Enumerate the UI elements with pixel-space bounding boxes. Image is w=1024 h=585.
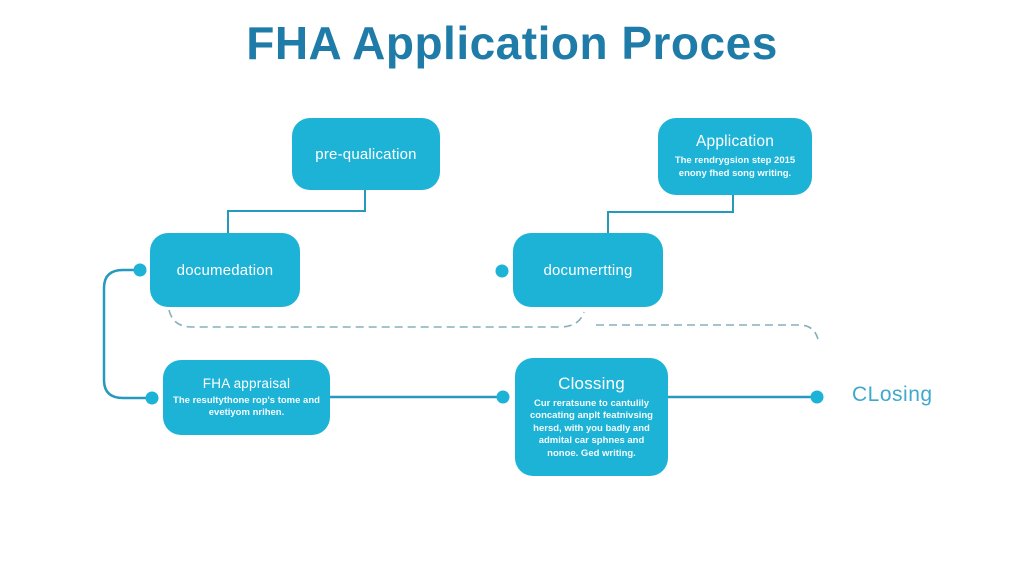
closing-label: Clossing	[558, 374, 625, 394]
closing-description: Cur reratsune to cantulily concating anp…	[530, 398, 653, 459]
node-dot-closing-end	[810, 390, 824, 404]
flow-box-documentation-right: documertting	[513, 233, 663, 307]
fha-appraisal-label: FHA appraisal	[202, 375, 291, 391]
pre-qualification-label: pre-qualication	[315, 145, 417, 163]
documentation-left-label: documedation	[176, 261, 274, 279]
application-description: The rendrygsion step 2015 enony fhed son…	[674, 155, 796, 179]
flow-box-pre-qualification: pre-qualication	[292, 118, 440, 190]
application-label: Application	[695, 133, 775, 151]
flow-box-application: Application The rendrygsion step 2015 en…	[658, 118, 812, 195]
closing-end-label: CLosing	[852, 383, 933, 406]
node-dot-documertting	[495, 264, 509, 278]
dashed-connector-right	[596, 324, 819, 340]
bracket-connector-documedation-to-appraisal	[102, 268, 152, 400]
flow-box-fha-appraisal: FHA appraisal The resultythone rop's tom…	[163, 360, 330, 435]
page-title: FHA Application Proces	[246, 17, 778, 69]
node-dot-closing	[496, 390, 510, 404]
flow-box-documentation-left: documedation	[150, 233, 300, 307]
flow-box-closing: Clossing Cur reratsune to cantulily conc…	[515, 358, 668, 476]
fha-appraisal-description: The resultythone rop's tome and evetiyom…	[173, 394, 320, 418]
documentation-right-label: documertting	[543, 261, 633, 279]
node-dot-documedation	[133, 263, 147, 277]
elbow-connector-prequalification-to-documedation	[227, 190, 366, 233]
node-dot-appraisal	[145, 391, 159, 405]
elbow-connector-application-to-documertting	[607, 193, 734, 233]
dashed-connector-left	[168, 309, 585, 328]
